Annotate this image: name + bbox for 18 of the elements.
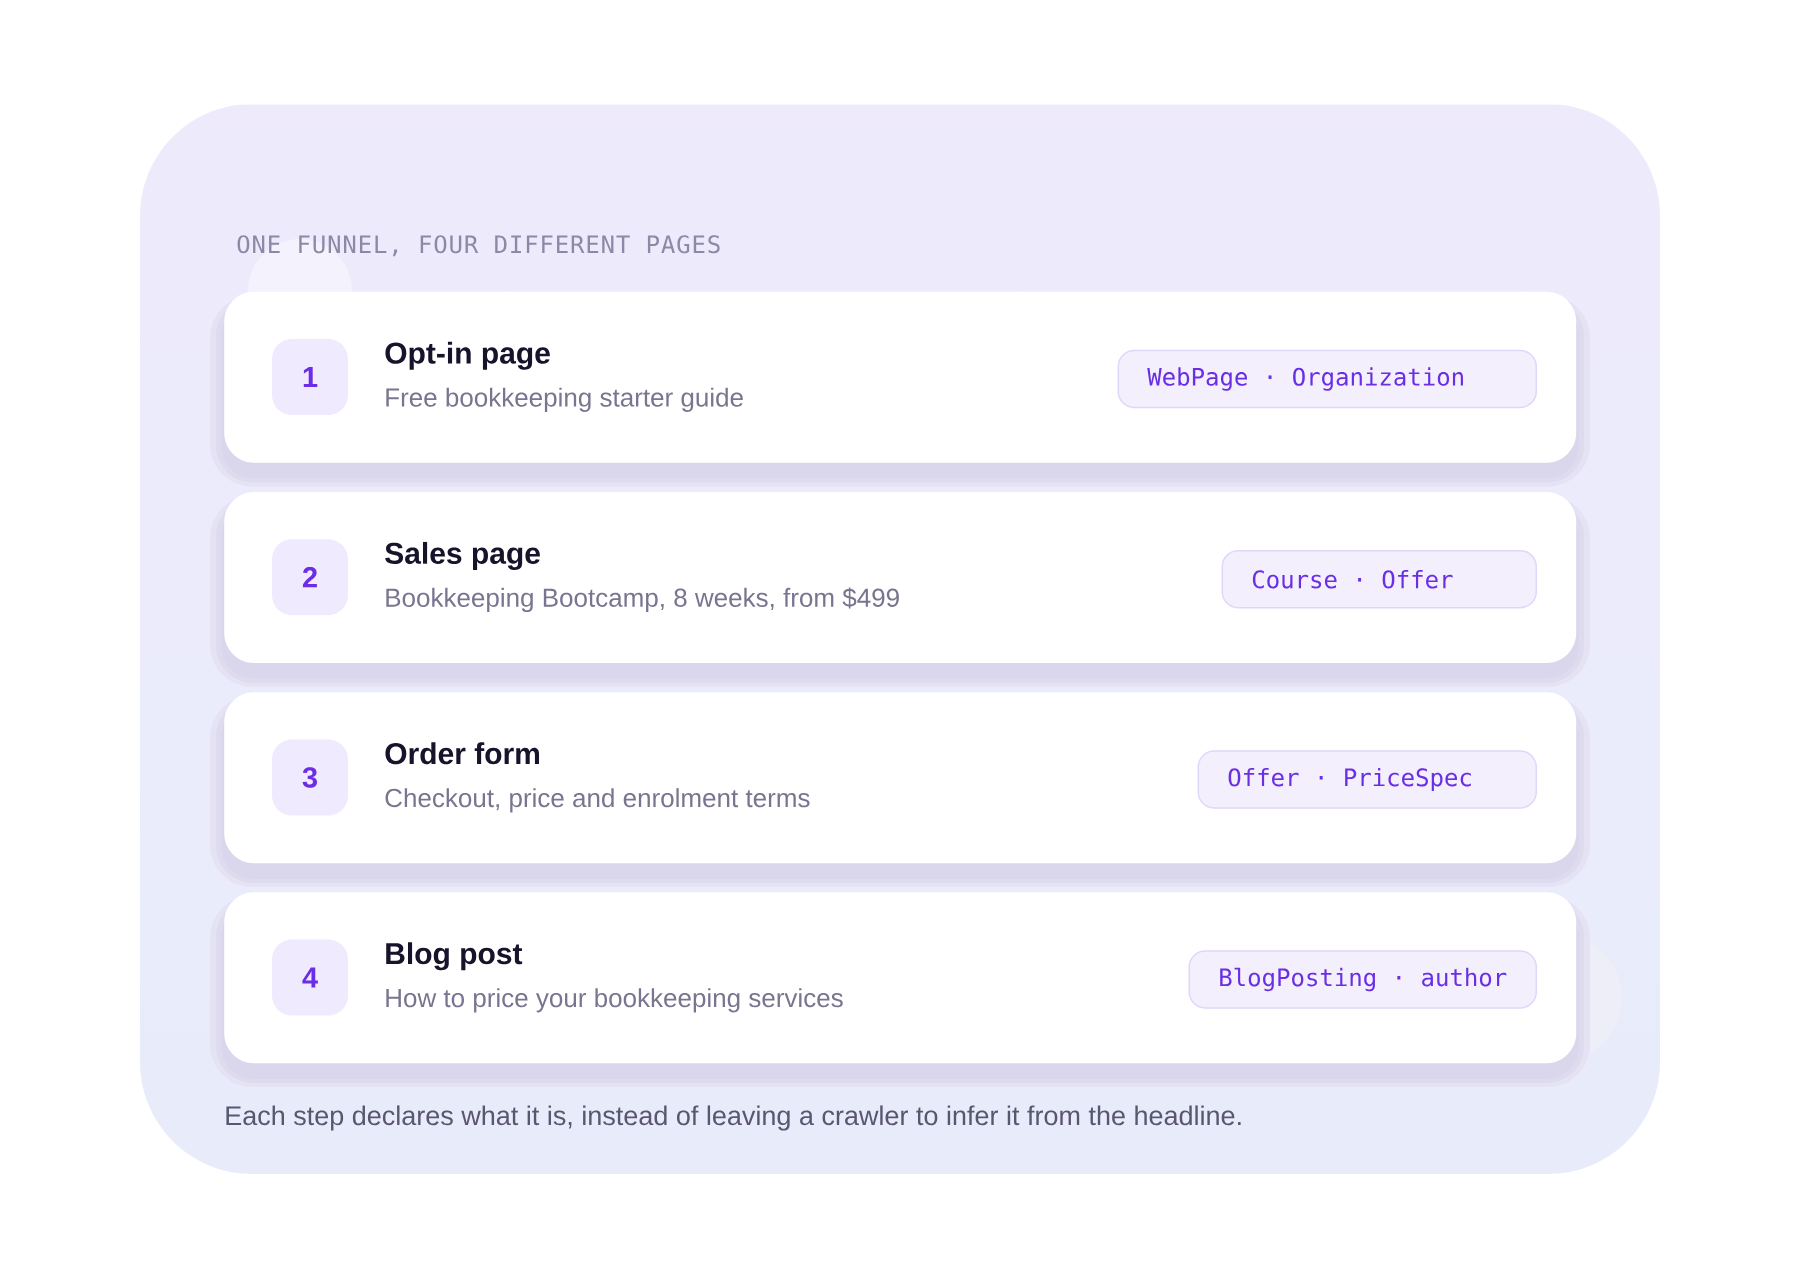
- number-badge: 2: [272, 539, 348, 616]
- step-description: Bookkeeping Bootcamp, 8 weeks, from $499: [386, 587, 899, 613]
- step-description: How to price your bookkeeping services: [386, 988, 843, 1013]
- step-title: Order form: [385, 742, 539, 765]
- schema-tag: BlogPosting · author: [1188, 950, 1537, 1009]
- step-title: Blog post: [386, 942, 523, 971]
- schema-tag: WebPage · Organization: [1117, 349, 1537, 409]
- step-title: Sales page: [385, 541, 540, 571]
- caption: Each step declares what it is, instead of leaving a crawler to infer it from the headline.: [226, 1105, 1241, 1131]
- number-badge: 3: [272, 739, 348, 816]
- number-badge: 4: [272, 939, 348, 1016]
- schema-tag: Course · Offer: [1221, 549, 1537, 609]
- number-badge: 1: [272, 339, 348, 415]
- step-title: Opt-in page: [385, 341, 550, 370]
- heading: ONE FUNNEL, FOUR DIFFERENT PAGES: [237, 235, 720, 257]
- step-description: Checkout, price and enrolment terms: [385, 788, 810, 813]
- step-description: Free bookkeeping starter guide: [386, 387, 743, 412]
- schema-tag: Offer · PriceSpec: [1197, 750, 1537, 809]
